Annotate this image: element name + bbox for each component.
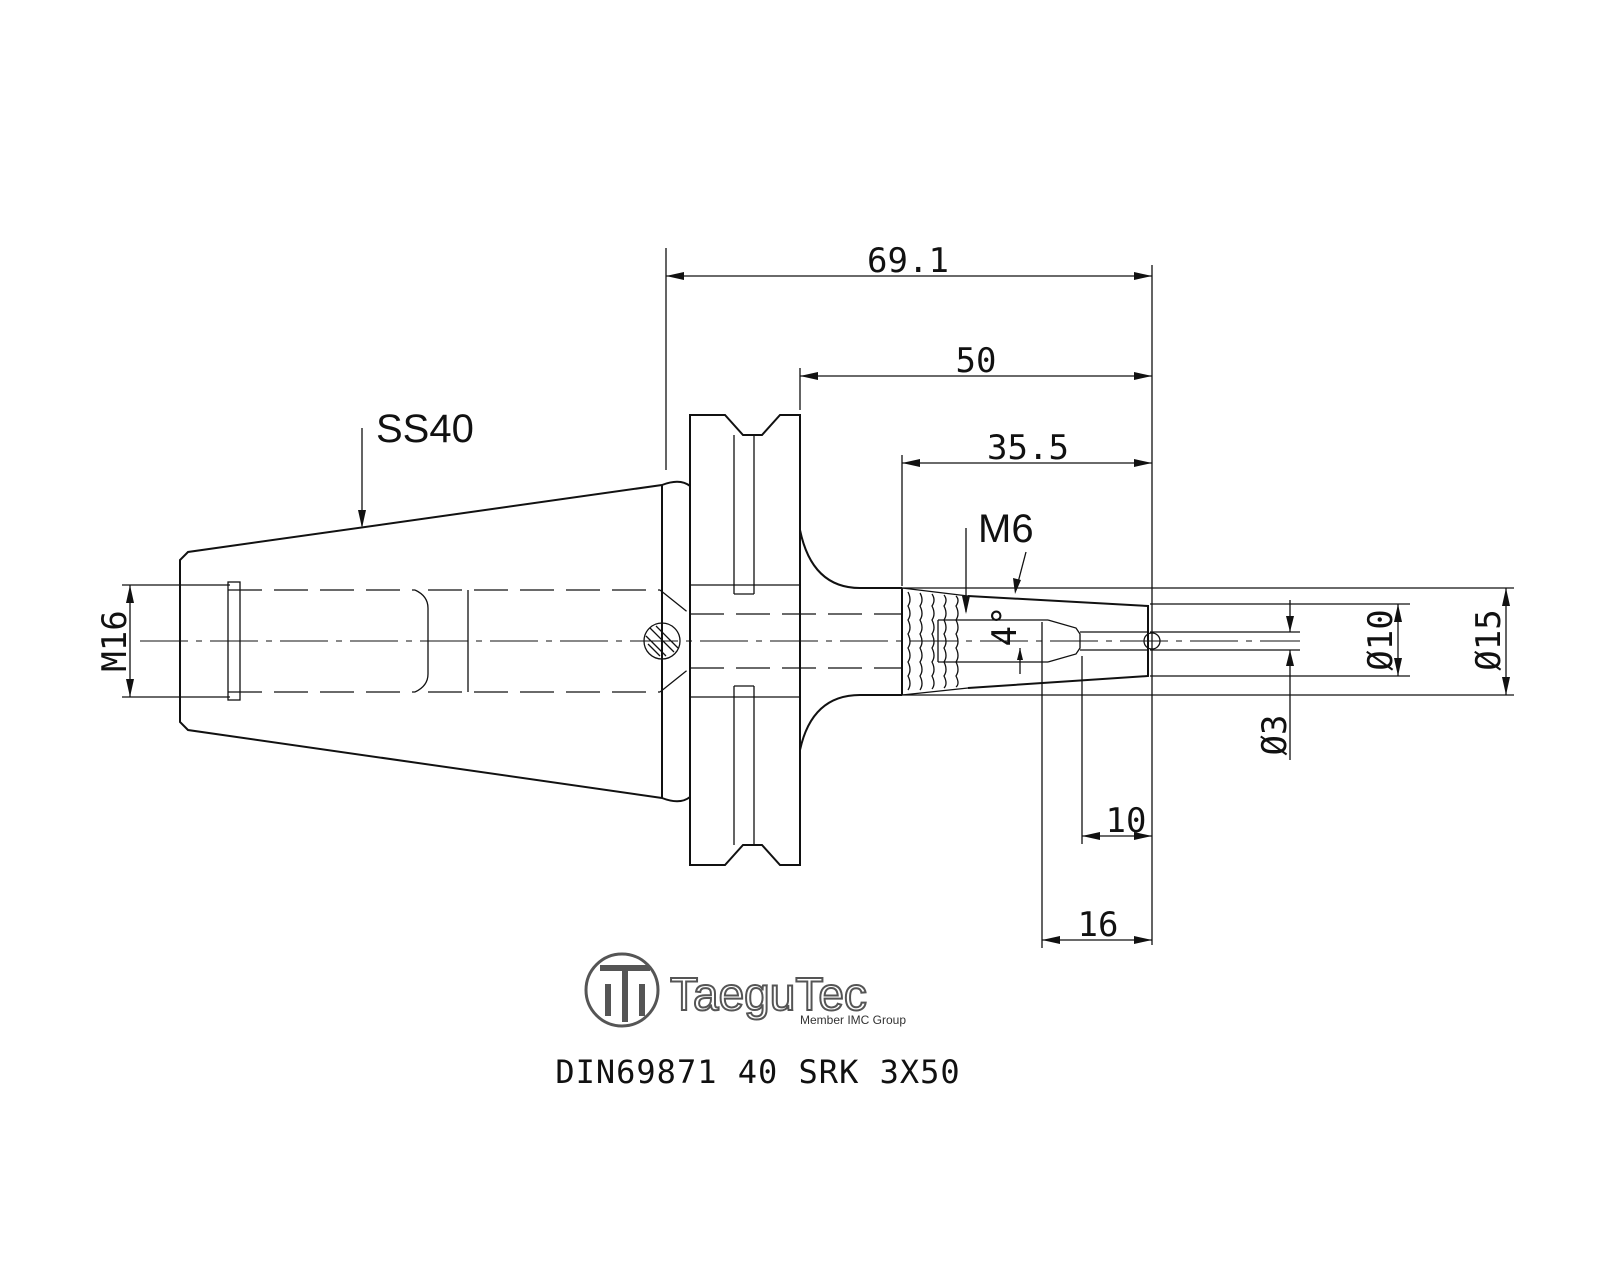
collet-diameter-value: Ø10 xyxy=(1361,609,1401,670)
dim-flange-to-end: 50 xyxy=(799,341,1152,410)
dim-bore-depth-value: 16 xyxy=(1078,905,1119,945)
dim-nose-length: 35.5 xyxy=(901,428,1152,586)
bore-diameter-value: Ø3 xyxy=(1255,715,1295,756)
dim-flange-to-end-value: 50 xyxy=(956,341,997,381)
taper-angle-value: 4° xyxy=(985,606,1025,647)
dim-nose-diameter: Ø15 xyxy=(902,587,1514,696)
taegutec-logo: TaeguTec Member IMC Group xyxy=(584,952,906,1028)
dim-collet-diameter: Ø10 xyxy=(1150,603,1410,677)
logo-mark-icon xyxy=(600,965,650,1022)
dim-overall-length: 69.1 xyxy=(665,241,1153,945)
dim-overall-length-value: 69.1 xyxy=(867,241,949,281)
dim-nose-length-value: 35.5 xyxy=(987,428,1069,468)
logo-brand-text: TaeguTec xyxy=(670,968,867,1020)
dim-tip-length: 10 xyxy=(1081,656,1152,844)
nose-diameter-value: Ø15 xyxy=(1469,609,1509,670)
taper-label-text: SS40 xyxy=(376,407,474,451)
hidden-lines xyxy=(140,581,1300,701)
dim-taper-angle: 4° xyxy=(985,551,1027,674)
logo-tagline-text: Member IMC Group xyxy=(800,1013,906,1027)
side-thread-label-text: M6 xyxy=(978,507,1034,551)
side-thread-label: M6 xyxy=(962,507,1034,614)
taper-label: SS40 xyxy=(358,407,474,528)
part-caption: DIN69871 40 SRK 3X50 xyxy=(555,1053,960,1091)
dim-retention-thread: M16 xyxy=(95,584,230,698)
dim-bore-depth: 16 xyxy=(1041,622,1152,948)
side-hole-symbol xyxy=(643,622,681,660)
dim-tip-length-value: 10 xyxy=(1106,801,1147,841)
dim-bore-diameter: Ø3 xyxy=(1150,600,1300,760)
retention-thread-label: M16 xyxy=(95,610,135,671)
